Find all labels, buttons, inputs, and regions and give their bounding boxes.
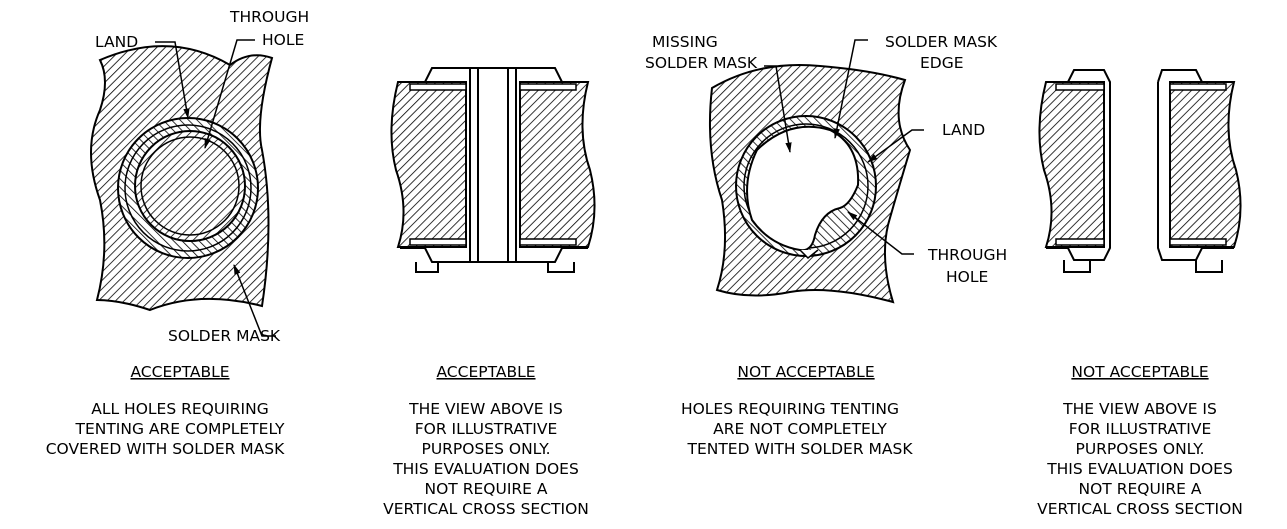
caption-line: NOT REQUIRE A: [425, 480, 548, 498]
caption-line: ALL HOLES REQUIRING: [91, 400, 268, 418]
caption-line: TENTING ARE COMPLETELY: [74, 420, 285, 438]
caption-line: PURPOSES ONLY.: [421, 440, 550, 458]
caption-line: VERTICAL CROSS SECTION: [1037, 500, 1243, 518]
caption-line: THE VIEW ABOVE IS: [1062, 400, 1217, 418]
caption-line: VERTICAL CROSS SECTION: [383, 500, 589, 518]
caption-line: FOR ILLUSTRATIVE: [415, 420, 558, 438]
caption-line: NOT REQUIRE A: [1079, 480, 1202, 498]
caption-line: THIS EVALUATION DOES: [392, 460, 579, 478]
caption-line: HOLES REQUIRING TENTING: [681, 400, 899, 418]
through-hole-label-2a: THROUGH: [927, 246, 1007, 264]
panel-3-caption: HOLES REQUIRING TENTING ARE NOT COMPLETE…: [681, 400, 913, 458]
panel-2-title: ACCEPTABLE: [436, 363, 535, 381]
panel-2-cross-section: [390, 67, 596, 273]
caption-line: FOR ILLUSTRATIVE: [1069, 420, 1212, 438]
through-hole-label-1a: THROUGH: [229, 8, 309, 26]
solder-mask-label-1: SOLDER MASK: [168, 327, 281, 345]
caption-line: TENTED WITH SOLDER MASK: [686, 440, 913, 458]
land-label-1: LAND: [95, 33, 138, 51]
caption-line: PURPOSES ONLY.: [1075, 440, 1204, 458]
through-hole-tented: [134, 130, 246, 242]
caption-line: THE VIEW ABOVE IS: [408, 400, 563, 418]
panel-1-caption: ALL HOLES REQUIRING TENTING ARE COMPLETE…: [46, 400, 285, 458]
panel-4-cross-section: [1038, 69, 1242, 273]
panel-3-top-view: [708, 39, 924, 304]
missing-solder-mask-label-b: SOLDER MASK: [645, 54, 758, 72]
solder-mask-edge-label-a: SOLDER MASK: [885, 33, 998, 51]
solder-mask-edge-label-b: EDGE: [920, 54, 964, 72]
through-hole-label-2b: HOLE: [946, 268, 988, 286]
caption-line: THIS EVALUATION DOES: [1046, 460, 1233, 478]
panel-3-title: NOT ACCEPTABLE: [737, 363, 874, 381]
panel-2-caption: THE VIEW ABOVE IS FOR ILLUSTRATIVE PURPO…: [383, 400, 589, 518]
missing-solder-mask-void: [746, 125, 860, 252]
through-hole-label-1b: HOLE: [262, 31, 304, 49]
caption-line: COVERED WITH SOLDER MASK: [46, 440, 285, 458]
caption-line: ARE NOT COMPLETELY: [713, 420, 887, 438]
land-label-2: LAND: [942, 121, 985, 139]
panel-4-caption: THE VIEW ABOVE IS FOR ILLUSTRATIVE PURPO…: [1037, 400, 1243, 518]
panel-1-top-view: [90, 39, 276, 337]
panel-1-title: ACCEPTABLE: [130, 363, 229, 381]
missing-solder-mask-label-a: MISSING: [652, 33, 718, 51]
panel-4-title: NOT ACCEPTABLE: [1071, 363, 1208, 381]
